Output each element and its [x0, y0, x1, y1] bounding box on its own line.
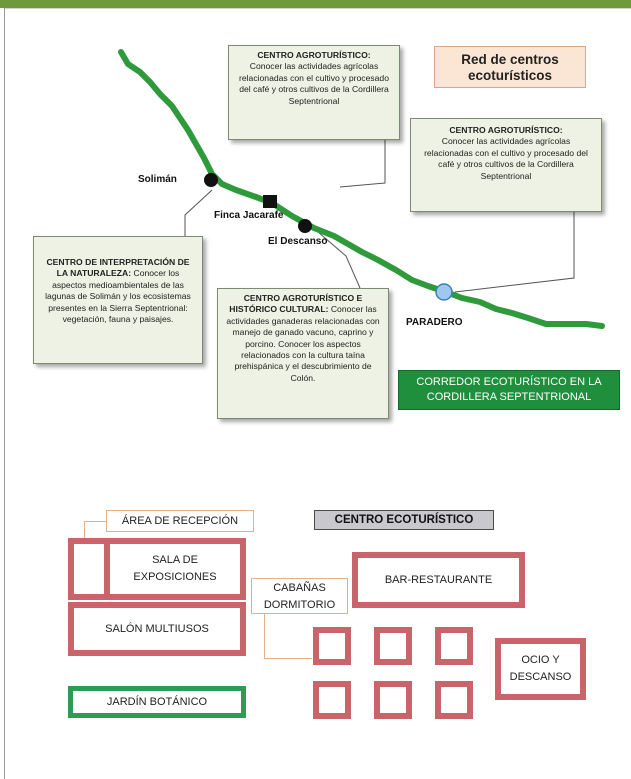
cabin-1	[313, 627, 351, 665]
leader-line-agro1	[339, 140, 386, 188]
route-map	[118, 49, 605, 329]
bar-restaurant	[352, 552, 525, 608]
exhibition-room	[104, 538, 246, 600]
leader-line-agro2	[454, 212, 575, 293]
label-soliman: Solimán	[138, 174, 177, 185]
leader-line-interp	[184, 189, 213, 236]
historic-cultural-center-title: CENTRO AGROTURÍSTICO E HISTÓRICO CULTURA…	[229, 293, 363, 315]
leader-line-hist	[317, 231, 361, 289]
interpretation-center-box: CENTRO DE INTERPRETACIÓN DE LA NATURALEZ…	[33, 236, 203, 364]
interpretation-center-text: Conocer los aspectos medioambientales de…	[45, 268, 191, 325]
left-border-line	[4, 8, 5, 779]
leisure-rest-label: OCIO Y DESCANSO	[509, 654, 572, 683]
multipurpose-hall	[68, 602, 246, 656]
map-title: Red de centros ecoturísticos	[434, 46, 586, 88]
bar-restaurant-label: BAR-RESTAURANTE	[384, 574, 493, 586]
agro-center-2-text: Conocer las actividades agrícolas relaci…	[424, 136, 588, 181]
botanical-garden	[68, 686, 246, 718]
reception-area-label: ÁREA DE RECEPCIÓN	[106, 510, 254, 532]
botanical-garden-label: JARDÍN BOTÁNICO	[106, 696, 208, 708]
multipurpose-hall-label: SALÓN MULTIUSOS	[105, 623, 209, 635]
top-accent-bar	[0, 0, 631, 8]
cabins-connector-v	[264, 614, 265, 658]
agro-center-box-1: CENTRO AGROTURÍSTICO: Conocer las activi…	[228, 45, 400, 140]
label-el-descanso: El Descanso	[268, 236, 328, 247]
reception-connector-h	[84, 521, 106, 522]
interpretation-center-title: CENTRO DE INTERPRETACIÓN DE LA NATURALEZ…	[46, 257, 190, 279]
cabin-6	[435, 681, 473, 719]
leisure-rest-area	[495, 638, 586, 700]
cabin-5	[374, 681, 412, 719]
agro-center-1-text: Conocer las actividades agrícolas relaci…	[238, 61, 389, 106]
cabins-connector-h	[264, 658, 312, 659]
cabins-label: CABAÑAS DORMITORIO	[251, 578, 348, 614]
agro-center-box-2: CENTRO AGROTURÍSTICO: Conocer las activi…	[410, 118, 602, 212]
historic-cultural-center-box: CENTRO AGROTURÍSTICO E HISTÓRICO CULTURA…	[217, 288, 389, 419]
cabin-3	[435, 627, 473, 665]
top-divider	[4, 8, 631, 9]
exhibition-room-label: SALA DE EXPOSICIONES	[133, 554, 217, 583]
historic-cultural-center-text: Conocer las actividades ganaderas relaci…	[226, 304, 380, 383]
cabin-4	[313, 681, 351, 719]
agro-center-2-title: CENTRO AGROTURÍSTICO:	[449, 125, 563, 135]
agro-center-1-title: CENTRO AGROTURÍSTICO:	[257, 50, 371, 60]
el-descanso-marker	[298, 219, 312, 233]
ecotourism-center-title: CENTRO ECOTURÍSTICO	[314, 510, 494, 530]
paradero-marker	[435, 283, 453, 301]
label-finca-jacarafe: Finca Jacarafe	[214, 210, 284, 221]
corridor-label: CORREDOR ECOTURÍSTICO EN LA CORDILLERA S…	[398, 370, 620, 410]
label-paradero: PARADERO	[406, 317, 463, 328]
ecotourism-route-path	[118, 49, 605, 329]
soliman-marker	[204, 173, 218, 187]
cabin-2	[374, 627, 412, 665]
finca-jacarafe-marker	[263, 195, 277, 208]
